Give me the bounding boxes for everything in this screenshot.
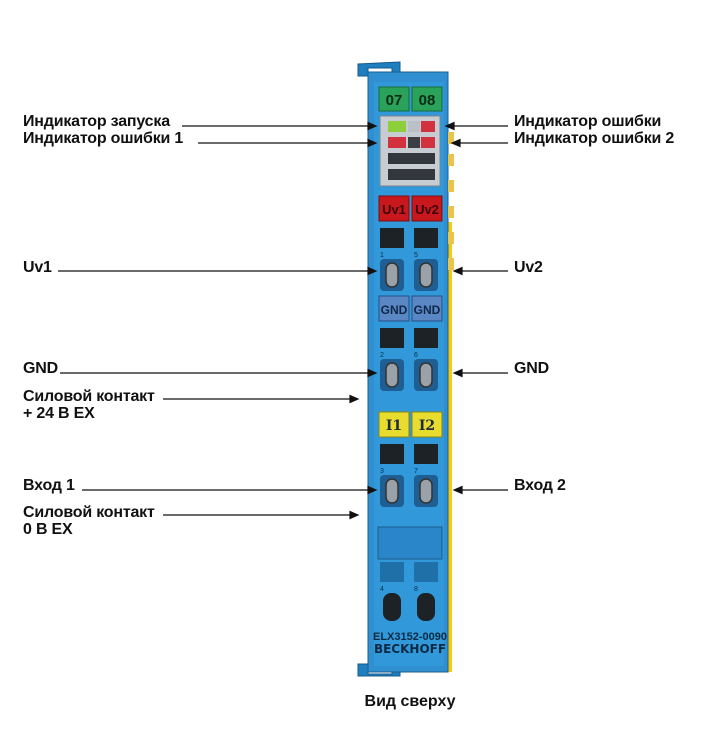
terminal-number-8: 8 (414, 586, 418, 593)
arrow-input-2 (452, 485, 463, 495)
label-indicator-error-1: Индикатор ошибки 1 (23, 130, 184, 147)
label-uv1: Uv1 (23, 259, 52, 276)
arrow-power-0v (349, 510, 360, 520)
led-run (388, 121, 406, 132)
blank-plate (377, 526, 443, 560)
terminal-number-4: 4 (380, 586, 384, 593)
label-input-1: Вход 1 (23, 477, 75, 494)
terminal-number-3: 3 (380, 468, 384, 475)
label-i2: I2 (419, 418, 435, 434)
label-power-contact-24v-line2: + 24 В EX (23, 405, 95, 422)
label-power-contact-24v-line1: Силовой контакт (23, 388, 155, 405)
arrow-uv1 (367, 266, 378, 276)
label-power-contact-0v-line1: Силовой контакт (23, 504, 155, 521)
terminal-number-2: 2 (380, 352, 384, 359)
label-power-contact-0v-line2: 0 В EX (23, 521, 73, 538)
label-gnd1-box (378, 295, 410, 322)
arrow-input-1 (367, 485, 378, 495)
led-row-3 (388, 153, 435, 164)
side-notches (448, 132, 454, 270)
label-i1: I1 (386, 418, 402, 434)
label-uv1: Uv1 (382, 202, 406, 217)
label-indicator-error-2: Индикатор ошибки 2 (514, 130, 675, 147)
label-08: 08 (419, 92, 436, 109)
label-07-box (378, 86, 410, 112)
label-uv2-box (411, 195, 443, 222)
arrow-gnd-right (452, 368, 463, 378)
leader-lines (58, 121, 508, 520)
label-indicator-error: Индикатор ошибки (514, 113, 662, 130)
arrow-indicator-error-1 (367, 138, 378, 148)
arrow-uv2 (452, 266, 463, 276)
terminal-block-inputs (380, 444, 438, 507)
terminal-number-5: 5 (414, 252, 418, 259)
label-uv1-box (378, 195, 410, 222)
led-blank-1 (408, 121, 420, 132)
led-error (421, 121, 435, 132)
label-input-2: Вход 2 (514, 477, 566, 494)
label-gnd-left: GND (23, 360, 58, 377)
terminal-number-7: 7 (414, 468, 418, 475)
label-gnd2-box (411, 295, 443, 322)
label-gnd2: GND (414, 303, 441, 317)
label-07: 07 (386, 92, 403, 109)
terminal-block-gnd (380, 328, 438, 391)
label-i1-box (378, 411, 410, 438)
terminal-block-4 (380, 562, 438, 621)
brand-name: BECKHOFF (374, 642, 446, 656)
top-latch (357, 61, 401, 77)
led-error-1 (388, 137, 406, 148)
label-gnd1: GND (381, 303, 408, 317)
label-uv2: Uv2 (514, 259, 543, 276)
arrow-gnd-left (367, 368, 378, 378)
terminal-number-6: 6 (414, 352, 418, 359)
label-gnd-right: GND (514, 360, 549, 377)
label-08-box (411, 86, 443, 112)
terminal-block-uv (380, 228, 438, 291)
led-blank-2 (408, 137, 420, 148)
caption-top-view: Вид сверху (364, 693, 456, 710)
led-error-2 (421, 137, 435, 148)
arrow-indicator-error (444, 121, 455, 131)
label-uv2: Uv2 (415, 202, 439, 217)
terminal-number-1: 1 (380, 252, 384, 259)
model-number: ELX3152-0090 (373, 631, 447, 643)
label-i2-box (411, 411, 443, 438)
led-row-4 (388, 169, 435, 180)
arrow-indicator-start (367, 121, 378, 131)
arrow-indicator-error-2 (450, 138, 461, 148)
label-indicator-start: Индикатор запуска (23, 113, 170, 130)
arrow-power-24v (349, 394, 360, 404)
